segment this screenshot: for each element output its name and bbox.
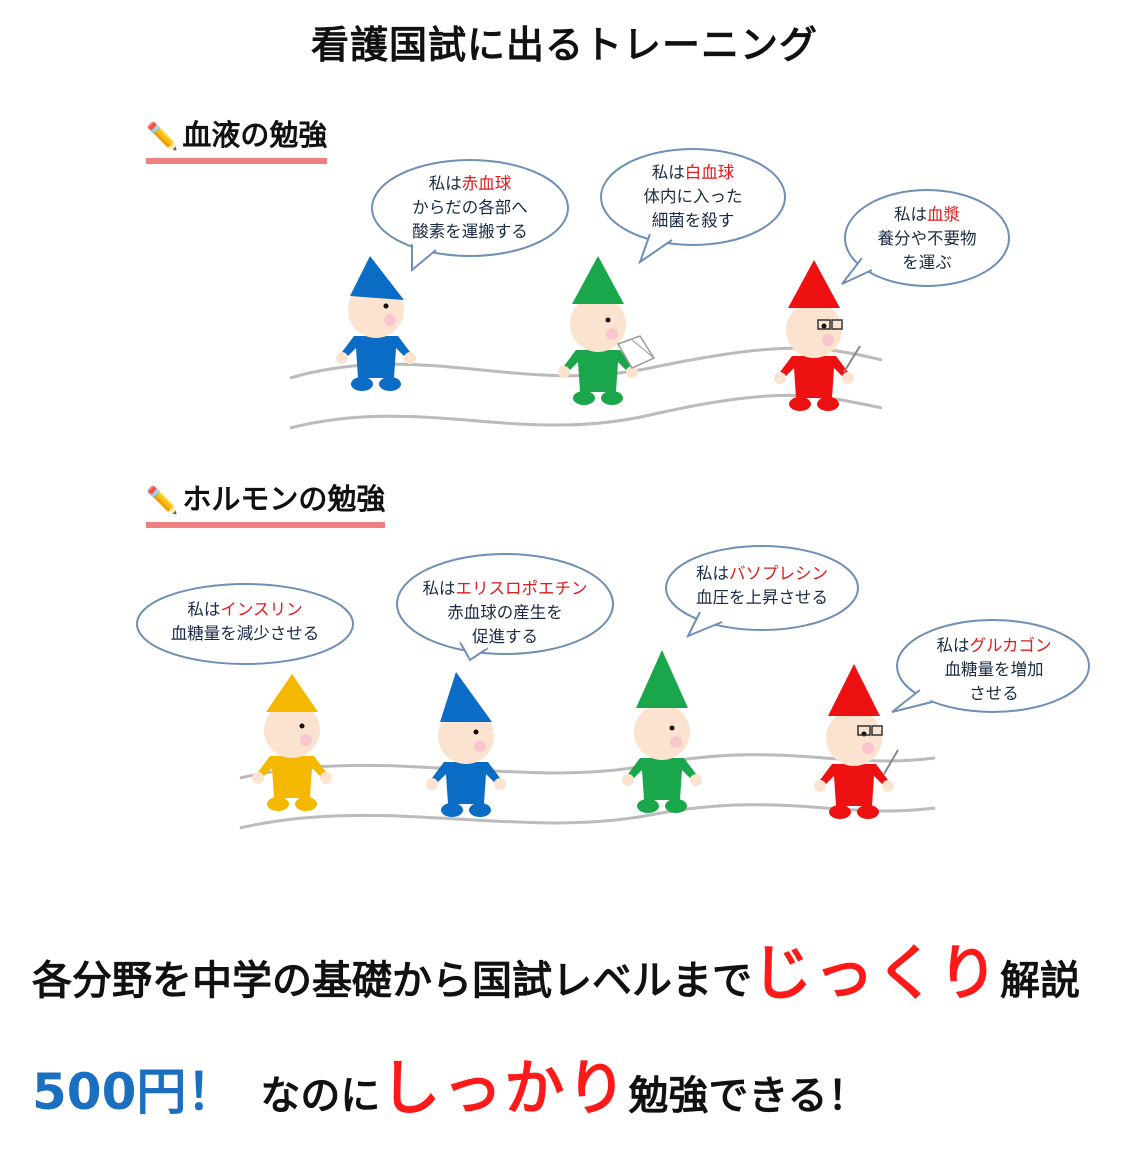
tagline-price: 500円！ なのにしっかり勉強できる！ — [32, 1040, 868, 1127]
speech-bubble — [396, 553, 614, 662]
character-green — [558, 256, 656, 405]
path-line — [239, 803, 936, 830]
character-blue — [426, 672, 506, 817]
tagline-price-pre: なのに — [260, 1073, 381, 1119]
bubble-text-insulin: 私はインスリン 血糖量を減少させる — [170, 600, 320, 643]
section-heading-blood: ✏️血液の勉強 — [146, 112, 328, 164]
bubble-text-red-blood-cell: 私は赤血球 からだの各部へ 酸素を運搬する — [412, 174, 528, 241]
bubble-text-glucagon: 私はグルカゴン 血糖量を増加 させる — [936, 636, 1052, 703]
pencil-icon: ✏️ — [146, 486, 179, 516]
section-heading-blood-label: 血液の勉強 — [182, 118, 328, 152]
section-heading-hormone-label: ホルモンの勉強 — [182, 482, 386, 516]
tagline-explanation-post: 解説 — [1000, 958, 1080, 1004]
speech-bubble — [371, 159, 569, 273]
page-title: 看護国試に出るトレーニング — [310, 23, 818, 67]
speech-bubble — [841, 189, 1010, 287]
speech-bubble — [891, 619, 1090, 713]
bubble-text-white-blood-cell: 私は白血球 体内に入った 細菌を殺す — [643, 163, 743, 230]
tagline-price-emphasis: しっかり — [380, 1054, 629, 1124]
pencil-icon: ✏️ — [146, 122, 179, 152]
speech-bubble — [665, 545, 859, 638]
character-red — [774, 260, 861, 411]
character-blue — [336, 256, 416, 391]
speech-bubble — [136, 583, 354, 665]
character-yellow — [252, 674, 332, 811]
speech-bubble — [600, 148, 786, 265]
bubble-text-erythropoietin: 私はエリスロポエチン 赤血球の産生を 促進する — [422, 579, 588, 646]
character-green — [622, 650, 702, 813]
bubble-text-vasopressin: 私はバソプレシン 血圧を上昇させる — [696, 564, 828, 607]
tagline-explanation-emphasis: じっくり — [752, 939, 1000, 1009]
section-heading-hormone: ✏️ホルモンの勉強 — [146, 476, 386, 528]
price-label: 500円！ — [32, 1063, 237, 1121]
character-red — [814, 664, 899, 819]
bubble-text-plasma: 私は血漿 養分や不要物 を運ぶ — [877, 205, 977, 272]
tagline-explanation: 各分野を中学の基礎から国試レベルまでじっくり解説 — [32, 925, 1080, 1012]
tagline-price-post: 勉強できる！ — [628, 1073, 868, 1119]
tagline-explanation-pre: 各分野を中学の基礎から国試レベルまで — [32, 958, 752, 1004]
